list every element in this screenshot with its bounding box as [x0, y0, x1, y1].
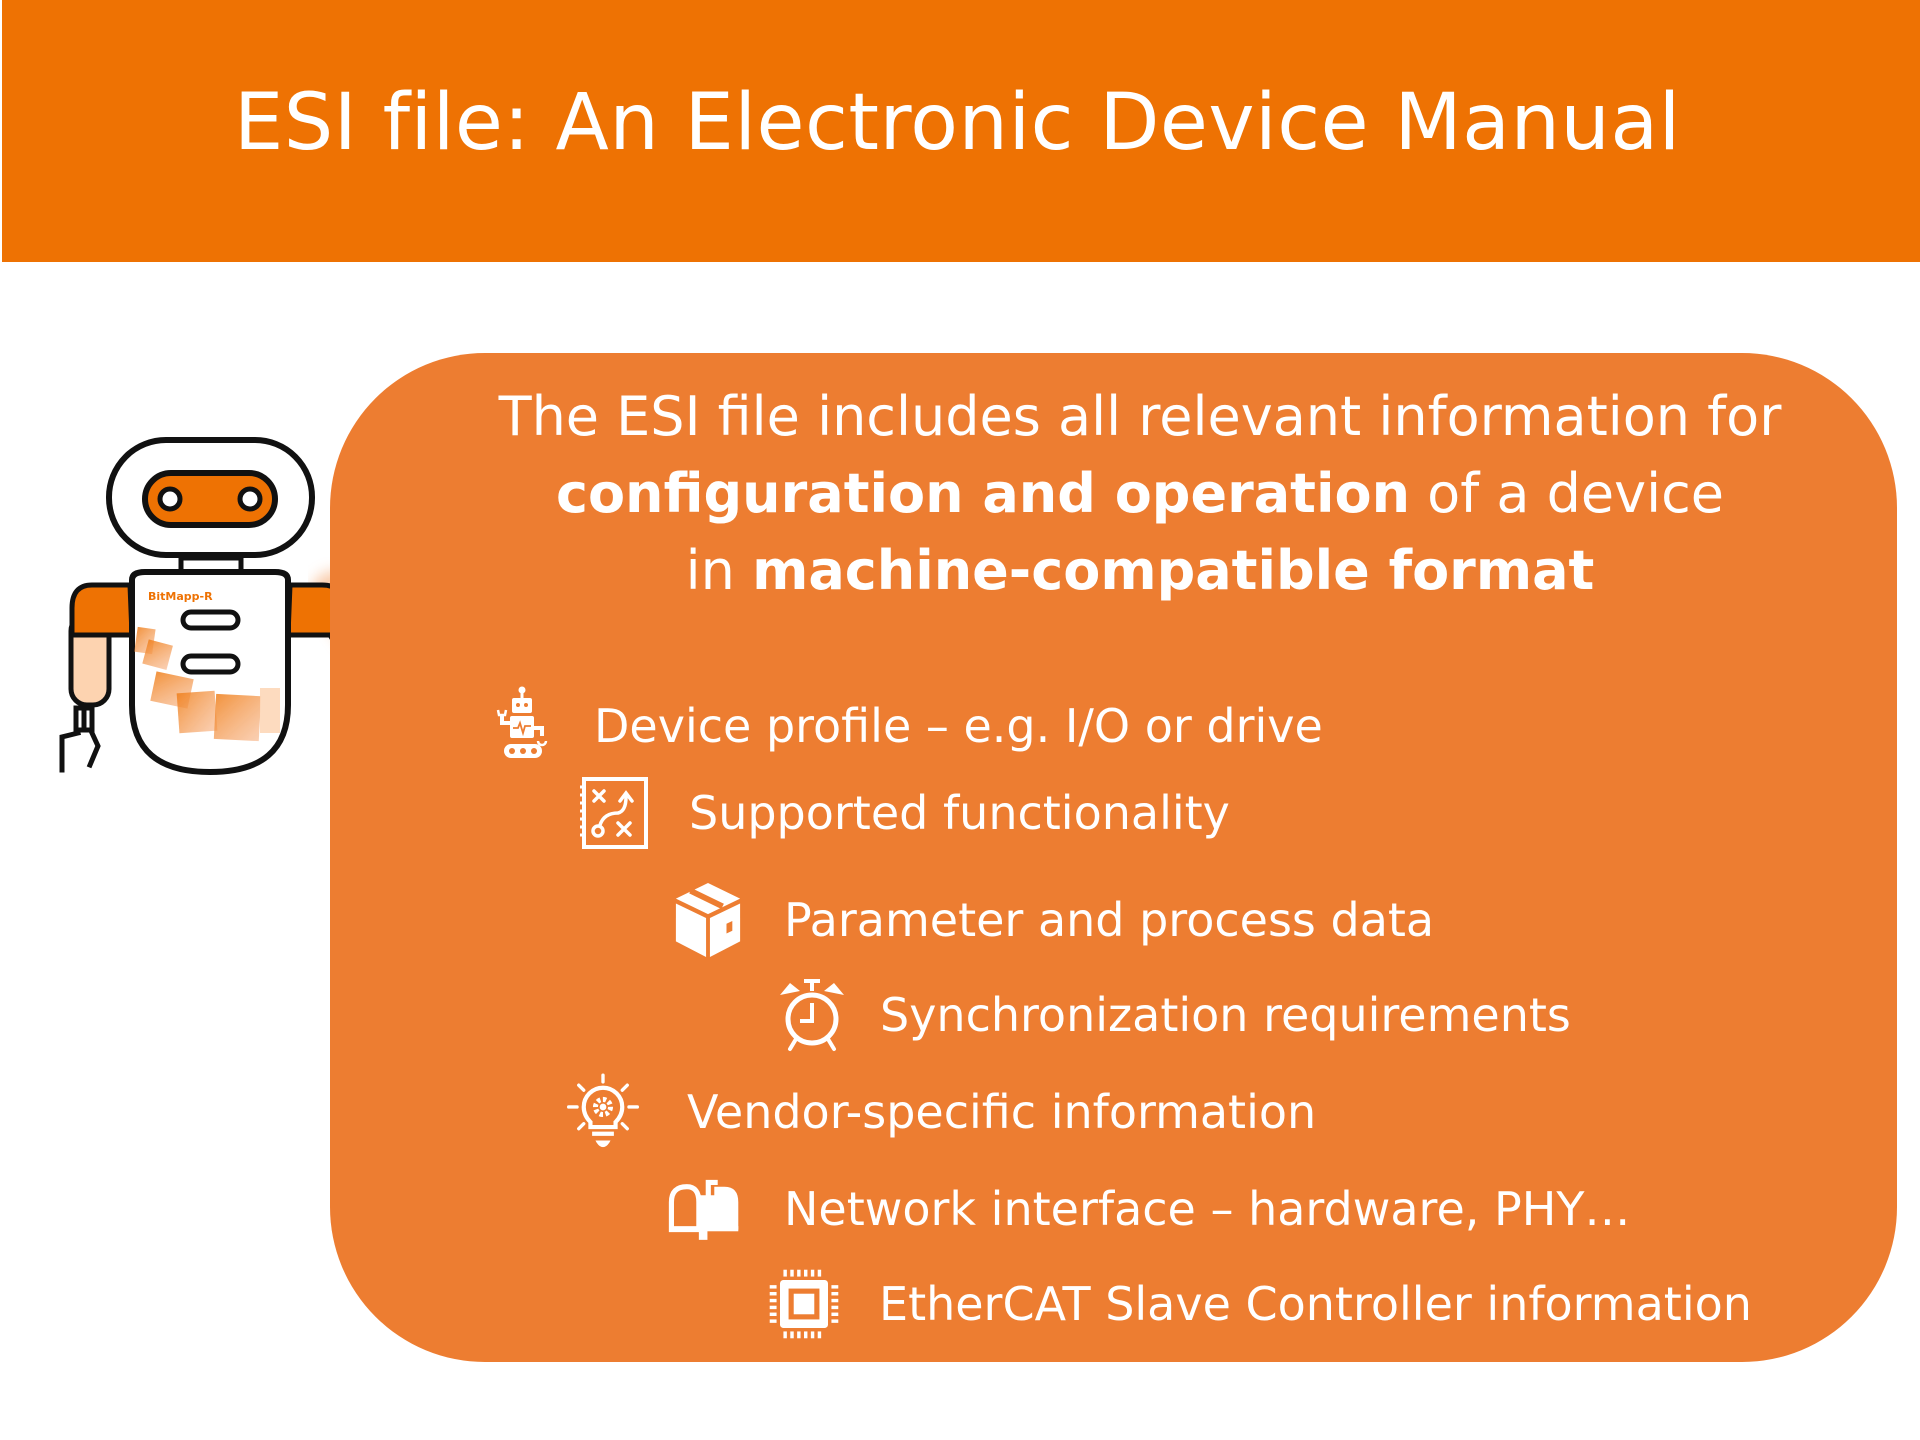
list-item-network-interface: Network interface – hardware, PHY… — [668, 1169, 1630, 1249]
item-label: Network interface – hardware, PHY… — [784, 1182, 1631, 1236]
list-item-vendor-specific: Vendor-specific information — [567, 1072, 1316, 1152]
intro-text: The ESI file includes all relevant infor… — [440, 378, 1840, 609]
package-box-icon — [672, 880, 744, 960]
intro-bold-config: configuration and operation — [555, 462, 1411, 525]
lightbulb-gear-icon — [567, 1072, 639, 1152]
intro-line-3-prefix: in — [685, 539, 753, 602]
list-item-parameter-process-data: Parameter and process data — [672, 880, 1434, 960]
list-item-supported-functionality: Supported functionality — [578, 773, 1230, 853]
list-item-synchronization: Synchronization requirements — [776, 975, 1571, 1055]
torso-pattern — [134, 626, 280, 742]
chip-icon — [768, 1264, 840, 1344]
item-label: Device profile – e.g. I/O or drive — [594, 699, 1323, 753]
mailbox-icon — [668, 1169, 740, 1249]
info-panel — [330, 353, 1897, 1362]
item-label: Vendor-specific information — [687, 1085, 1317, 1139]
intro-line-1: The ESI file includes all relevant infor… — [498, 385, 1782, 448]
intro-line-2: configuration and operation of a device — [440, 455, 1840, 532]
strategy-board-icon — [578, 773, 650, 853]
robot-icon — [488, 686, 560, 766]
item-label: Supported functionality — [689, 786, 1230, 840]
item-label: EtherCAT Slave Controller information — [879, 1277, 1752, 1331]
intro-bold-format: machine-compatible format — [752, 539, 1595, 602]
intro-line-3: in machine-compatible format — [440, 532, 1840, 609]
alarm-clock-icon — [776, 975, 848, 1055]
item-label: Synchronization requirements — [880, 988, 1571, 1042]
list-item-ethercat-esc: EtherCAT Slave Controller information — [768, 1264, 1752, 1344]
robot-chest-label: BitMapp-R — [148, 590, 213, 603]
intro-line-2-rest: of a device — [1410, 462, 1725, 525]
list-item-device-profile: Device profile – e.g. I/O or drive — [488, 686, 1323, 766]
item-label: Parameter and process data — [784, 893, 1435, 947]
page-title: ESI file: An Electronic Device Manual — [234, 78, 1681, 168]
title-bar: ESI file: An Electronic Device Manual — [2, 0, 1920, 262]
